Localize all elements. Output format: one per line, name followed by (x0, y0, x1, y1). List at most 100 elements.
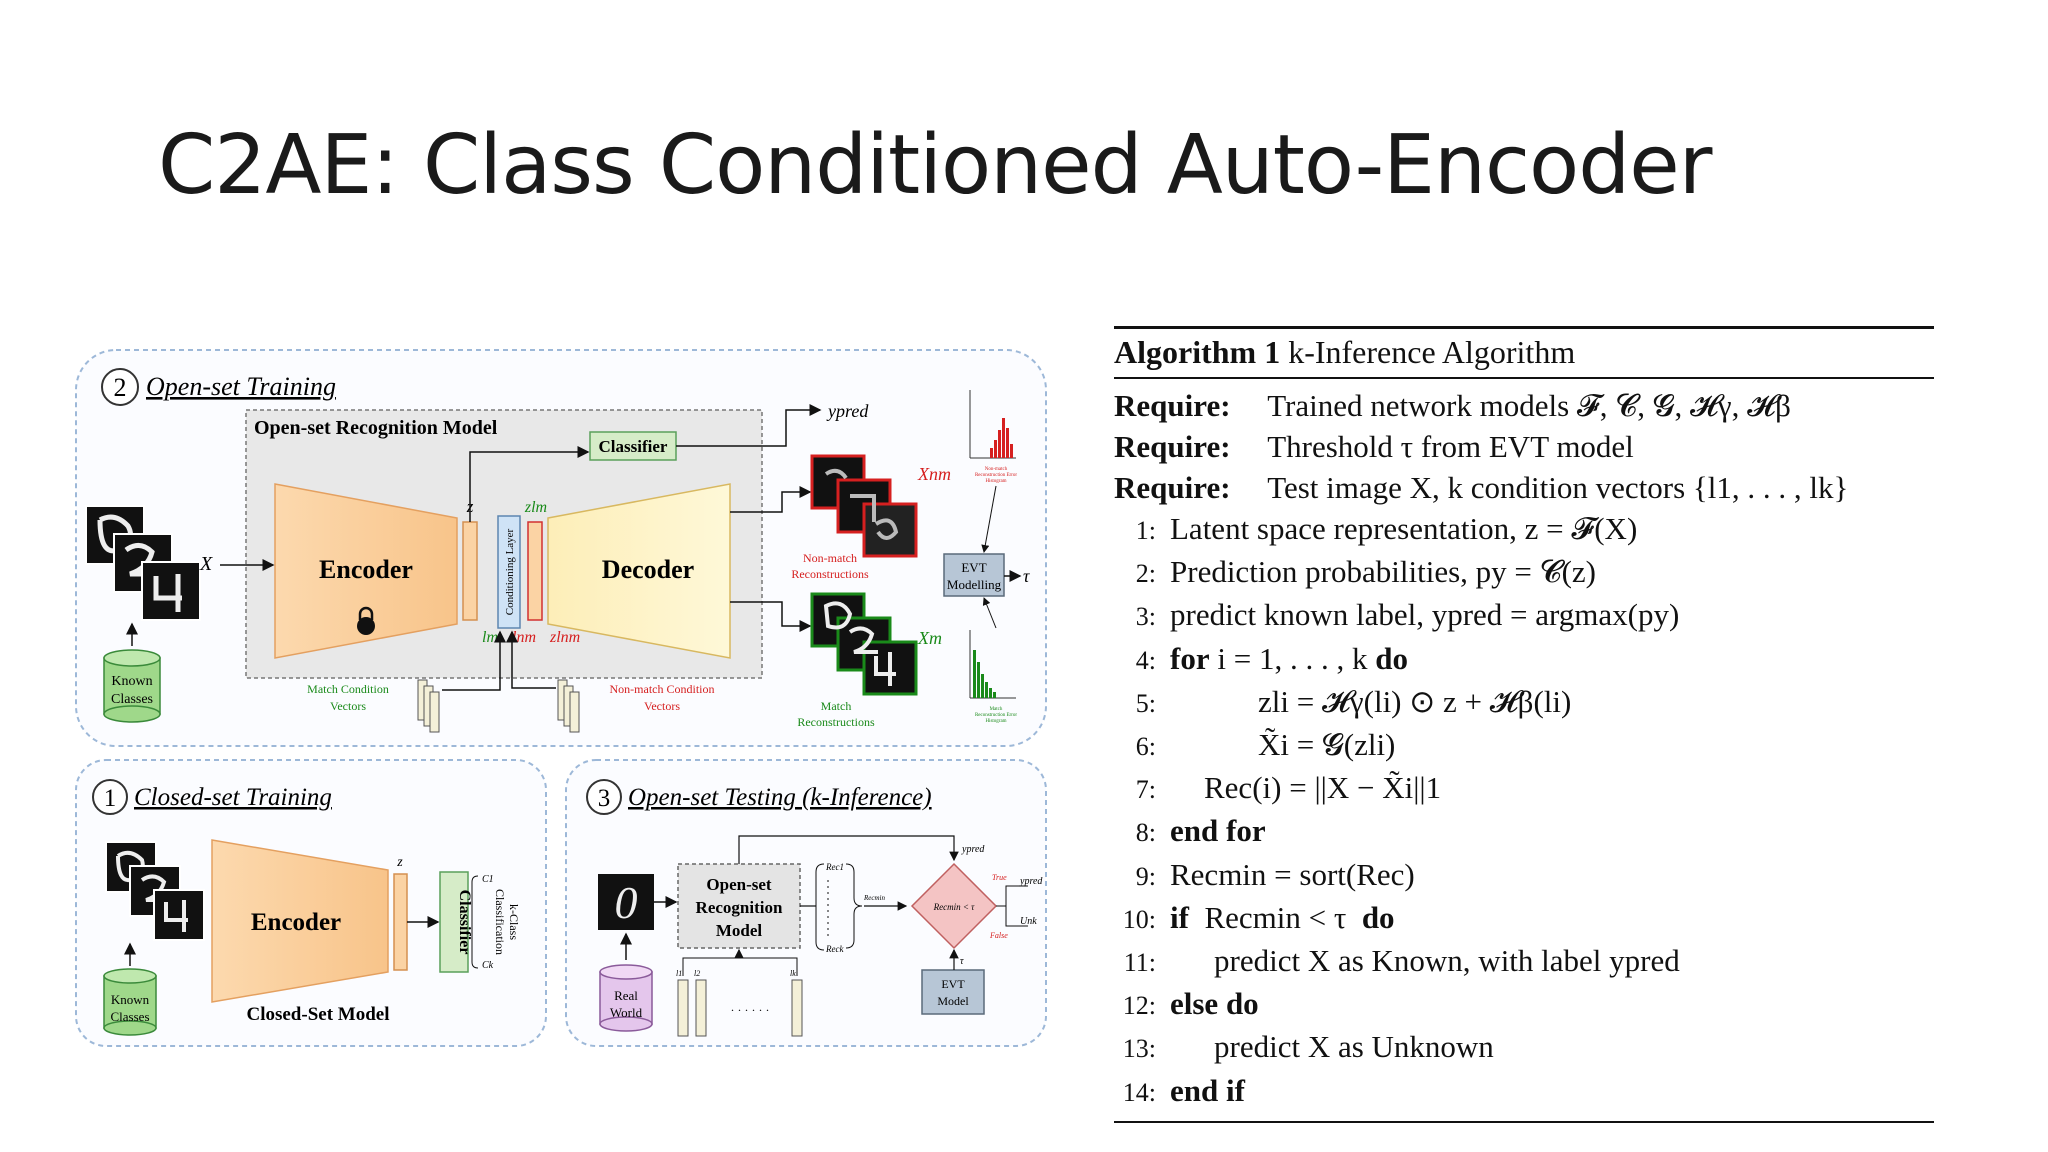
line-number: 2: (1135, 559, 1156, 589)
line-keyword: for (1170, 640, 1210, 676)
x-m-label: Xm (917, 628, 942, 648)
line-number: 13: (1122, 1034, 1156, 1064)
algo-line-13: 13: predict X as Unknown (1114, 1026, 1934, 1069)
encoder-block (274, 483, 458, 659)
line-number: 10: (1122, 904, 1156, 934)
algo-line-3: 3:predict known label, ypred = argmax(py… (1114, 594, 1934, 637)
line-keyword: else do (1170, 986, 1259, 1022)
real-world-db-icon (599, 964, 653, 1032)
algo-line-11: 11:predict X as Known, with label ypred (1114, 940, 1934, 983)
require-line-3: Require: Test image X, k condition vecto… (1114, 467, 1934, 508)
closed-known-label-2: Classes (111, 1009, 150, 1024)
test-vector-dots: · · · · · · (731, 1003, 770, 1017)
line-text: Rec(i) = ||X − X̃i||1 (1204, 770, 1442, 806)
real-world-label-2: World (610, 1005, 643, 1020)
panel-1-number: 1 (104, 785, 117, 812)
require-text-3: Test image X, k condition vectors {l1, .… (1267, 470, 1849, 505)
test-lk-label: lk (790, 969, 796, 978)
line-text: Latent space representation, z = 𝓕(X) (1170, 511, 1638, 546)
line-text: X̃i = 𝓖(zli) (1258, 727, 1396, 763)
line-number: 4: (1135, 645, 1156, 675)
test-reck-label: Reck (825, 944, 844, 954)
panel-1-title: Closed-set Training (134, 784, 332, 811)
algo-line-9: 9:Recmin = sort(Rec) (1114, 854, 1934, 897)
line-number: 5: (1135, 688, 1156, 718)
z-lm-label: zlm (524, 499, 547, 516)
line-text: Prediction probabilities, py = 𝓒(z) (1170, 554, 1596, 590)
line-keyword: if (1170, 899, 1189, 935)
decision-unk-out: Unk (1020, 916, 1037, 927)
algo-line-10: 10: if Recmin < τ do (1114, 897, 1934, 940)
closed-z-label: z (396, 855, 403, 870)
line-keyword: end for (1170, 813, 1266, 849)
nonmatch-vectors-label-1: Non-match Condition (610, 682, 715, 696)
match-vectors-label-2: Vectors (330, 699, 366, 713)
nonmatch-histogram (969, 390, 1016, 459)
known-classes-db-icon (103, 649, 161, 723)
y-pred-label: ypred (826, 401, 869, 421)
closed-input-digit-stack (105, 841, 205, 941)
algo-line-2: 2: Prediction probabilities, py = 𝓒(z) (1114, 551, 1934, 594)
encoder-label: Encoder (319, 555, 413, 584)
closed-kclass-label-2: Classification (493, 889, 507, 955)
nonmatch-reconstruction-images (810, 454, 918, 558)
test-l2-label: l2 (694, 969, 700, 978)
algo-line-14: 14:end if (1114, 1070, 1934, 1113)
require-line-1: Require: Trained network models 𝓕, 𝓒, 𝓖,… (1114, 385, 1934, 426)
closed-set-model-label: Closed-Set Model (246, 1004, 389, 1025)
match-hist-label-3: Histogram (985, 719, 1006, 724)
nonmatch-hist-label-3: Histogram (985, 479, 1006, 484)
panel-open-set-training: 2 Open-set Training Open-set Recognition… (75, 349, 1047, 747)
nonmatch-hist-label-2: Reconstruction Error (975, 473, 1017, 478)
line-text: Recmin = sort(Rec) (1170, 856, 1415, 892)
evt-label-1: EVT (961, 560, 986, 575)
algorithm-top-rule (1114, 326, 1934, 329)
line-number: 1: (1135, 516, 1156, 545)
closed-known-classes-db-icon (103, 968, 157, 1036)
require-keyword: Require: (1114, 429, 1231, 464)
line-number: 8: (1135, 818, 1156, 848)
closed-encoder-label: Encoder (251, 909, 341, 936)
closed-known-label-1: Known (111, 992, 150, 1007)
decision-diamond (910, 862, 998, 950)
line-number: 7: (1135, 775, 1156, 805)
decoder-label: Decoder (602, 555, 694, 584)
line-keyword-2: do (1361, 899, 1395, 935)
closed-encoder-block (211, 839, 389, 1003)
test-model-label-2: Recognition (696, 898, 783, 917)
require-text-1: Trained network models 𝓕, 𝓒, 𝓖, 𝓗γ, 𝓗β (1267, 388, 1791, 423)
z-lnm-label: zlnm (549, 629, 580, 646)
line-number: 6: (1135, 732, 1156, 762)
closed-ck-label: Ck (482, 960, 494, 971)
l-m-label: lm (482, 629, 498, 646)
match-recon-label-1: Match (821, 699, 852, 713)
slide-title: C2AE: Class Conditioned Auto-Encoder (158, 118, 1712, 213)
test-digit-image (598, 874, 654, 930)
algorithm-mid-rule (1114, 377, 1934, 379)
conditioning-layer-label: Conditioning Layer (504, 528, 516, 615)
real-world-label-1: Real (614, 988, 638, 1003)
test-evt-label-2: Model (937, 994, 969, 1008)
line-text: i = 1, . . . , k (1217, 640, 1368, 676)
test-model-label-1: Open-set (706, 875, 772, 894)
line-keyword: end if (1170, 1072, 1245, 1108)
decoder-block (547, 483, 731, 659)
algo-line-1: 1: Latent space representation, z = 𝓕(X) (1114, 508, 1934, 551)
panel-open-set-testing: 3 Open-set Testing (k-Inference) 0 Real … (565, 759, 1047, 1047)
decision-ypred-out: ypred (1019, 876, 1043, 887)
line-text: predict known label, ypred = argmax(py) (1170, 597, 1680, 633)
lock-icon (357, 606, 375, 635)
input-digit-stack (85, 505, 201, 621)
line-text: predict X as Unknown (1214, 1029, 1494, 1065)
test-recmin-label: Recmin (863, 894, 885, 902)
algo-line-12: 12:else do (1114, 983, 1934, 1026)
line-text: Recmin < τ (1204, 899, 1347, 935)
evt-modelling-box (943, 553, 1005, 597)
test-model-box (677, 863, 801, 949)
algorithm-name: Algorithm 1 (1114, 334, 1281, 370)
test-condition-vectors (677, 948, 803, 1037)
known-classes-label-1: Known (111, 674, 152, 689)
algorithm-bottom-rule (1114, 1120, 1934, 1123)
algorithm-box: Algorithm 1 k-Inference Algorithm Requir… (1114, 326, 1934, 1123)
closed-classifier-label: Classifier (456, 890, 473, 955)
